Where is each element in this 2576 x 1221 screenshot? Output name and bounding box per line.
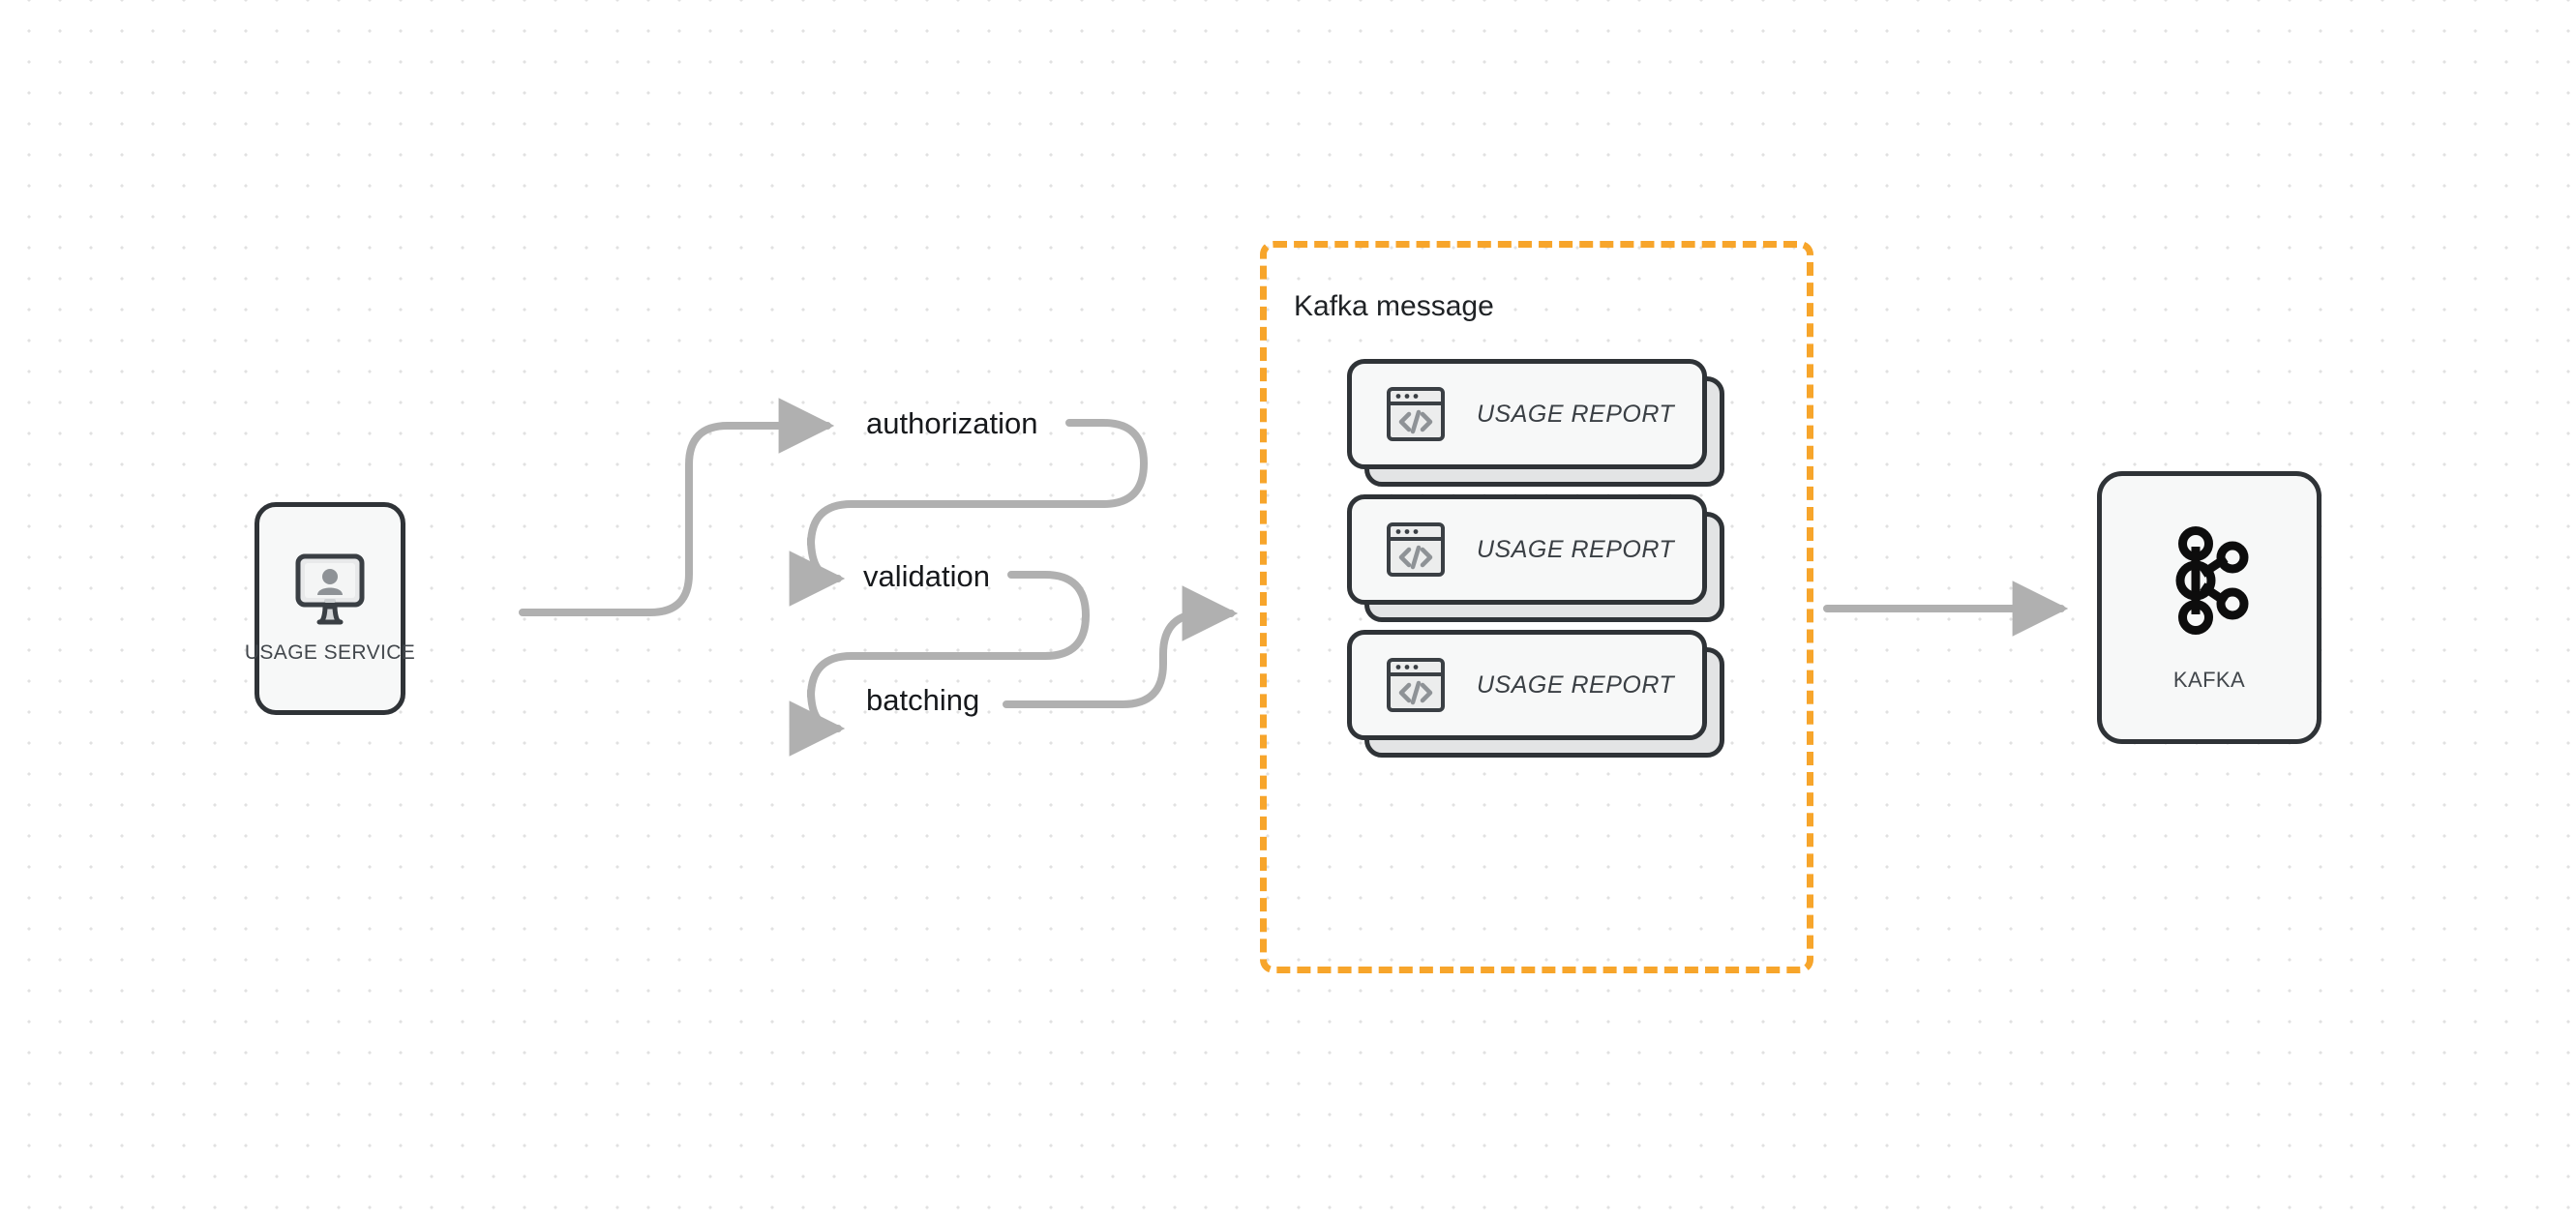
pipeline-step-authorization: authorization: [866, 406, 1038, 440]
kafka-message-group: [1260, 241, 1813, 973]
code-window-icon: [1387, 522, 1445, 577]
pipeline-step-batching: batching: [866, 683, 980, 717]
card-front[interactable]: USAGE REPORT: [1347, 494, 1707, 605]
kafka-logo-icon: [2175, 526, 2249, 635]
kafka-message-group-title: Kafka message: [1294, 290, 1494, 322]
node-usage-service[interactable]: USAGE SERVICE: [245, 502, 415, 715]
pipeline-step-validation: validation: [863, 559, 990, 593]
connector-validation-to-batching: [789, 571, 1090, 757]
node-usage-service-label: USAGE SERVICE: [244, 641, 416, 664]
usage-report-card[interactable]: USAGE REPORT: [1347, 359, 1724, 487]
monitor-user-icon: [295, 553, 365, 625]
connector-usage-service-to-authorization: [519, 398, 835, 616]
node-kafka[interactable]: KAFKA: [2097, 471, 2321, 744]
code-window-icon: [1387, 658, 1445, 712]
code-window-icon: [1387, 387, 1445, 441]
card-front[interactable]: USAGE REPORT: [1347, 630, 1707, 740]
usage-report-card-label: USAGE REPORT: [1477, 670, 1675, 699]
connector-authorization-to-validation: [789, 419, 1148, 607]
usage-report-card[interactable]: USAGE REPORT: [1347, 630, 1724, 758]
card-front[interactable]: USAGE REPORT: [1347, 359, 1707, 469]
usage-report-card-label: USAGE REPORT: [1477, 535, 1675, 563]
connector-batching-to-kafka-message: [1003, 585, 1239, 708]
usage-report-card[interactable]: USAGE REPORT: [1347, 494, 1724, 622]
usage-report-card-label: USAGE REPORT: [1477, 400, 1675, 428]
node-kafka-label: KAFKA: [2172, 668, 2246, 692]
